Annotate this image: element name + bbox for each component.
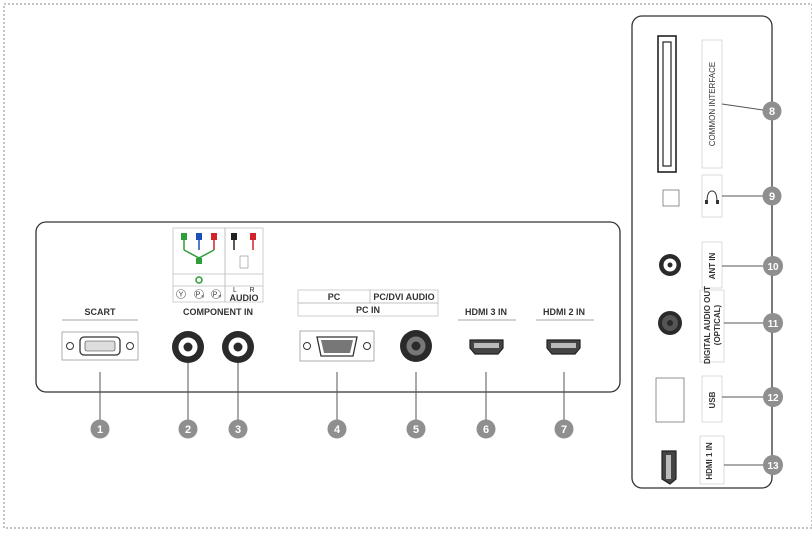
callout-1: 1 — [90, 419, 110, 439]
hdmi1-label: HDMI 1 IN — [705, 442, 714, 480]
scart-label: SCART — [85, 307, 117, 317]
callout-7: 7 — [554, 419, 574, 439]
component-audio-jack — [222, 331, 254, 371]
callout-11: 11 — [763, 313, 783, 333]
hdmi2-port: HDMI 2 IN — [536, 307, 594, 355]
scart-port: SCART — [61, 307, 139, 361]
side-panel: COMMON INTERFACE ANT IN DIGITAL AUDIO OU… — [631, 15, 773, 489]
digital-audio-out-label: DIGITAL AUDIO OUT — [703, 286, 712, 364]
callout-8: 8 — [762, 101, 782, 121]
ant-in-port: ANT IN — [659, 241, 723, 289]
callout-12-number: 12 — [767, 393, 779, 404]
common-interface-label: COMMON INTERFACE — [708, 62, 717, 146]
callout-11-number: 11 — [768, 319, 779, 330]
component-pr-label: P — [213, 292, 218, 299]
outer-frame — [3, 3, 812, 529]
hdmi3-port: HDMI 3 IN — [458, 307, 516, 355]
side-leader-lines — [721, 103, 764, 466]
callout-7-number: 7 — [561, 424, 567, 436]
headphone-icon — [706, 190, 718, 203]
pc-in-label: PC IN — [356, 305, 380, 315]
component-legend: Y P B P R L R AUDIO COMPONENT IN — [172, 227, 264, 317]
callout-6: 6 — [476, 419, 496, 439]
callout-10-number: 10 — [767, 262, 779, 273]
common-interface-slot: COMMON INTERFACE — [657, 35, 723, 173]
usb-label: USB — [708, 391, 717, 408]
callout-3: 3 — [228, 419, 248, 439]
pc-label: PC — [328, 292, 341, 302]
rear-leader-lines — [99, 371, 565, 420]
audio-right-label: R — [249, 287, 254, 294]
pc-in-group: PC PC/DVI AUDIO PC IN — [297, 289, 439, 362]
callout-2-number: 2 — [185, 424, 191, 436]
component-pr-subscript: R — [219, 294, 222, 299]
callout-13: 13 — [763, 455, 783, 475]
callout-8-number: 8 — [769, 106, 775, 118]
component-pb-label: P — [196, 292, 201, 299]
hdmi2-label: HDMI 2 IN — [543, 307, 585, 317]
callout-3-number: 3 — [235, 424, 241, 436]
usb-port: USB — [655, 375, 723, 423]
callout-9-number: 9 — [769, 191, 775, 203]
hdmi3-label: HDMI 3 IN — [465, 307, 507, 317]
callout-1-number: 1 — [97, 424, 103, 436]
digital-audio-out-port: DIGITAL AUDIO OUT (OPTICAL) — [658, 286, 725, 364]
callout-13-number: 13 — [767, 461, 779, 472]
callout-2: 2 — [178, 419, 198, 439]
callout-4: 4 — [327, 419, 347, 439]
component-y-label: Y — [179, 292, 184, 299]
callout-10: 10 — [763, 256, 783, 276]
callout-5-number: 5 — [413, 424, 419, 436]
rear-panel-outline — [35, 221, 621, 393]
audio-left-label: L — [233, 287, 237, 294]
optical-label: (OPTICAL) — [713, 304, 722, 345]
component-video-jack — [172, 331, 204, 371]
rear-panel: SCART — [35, 221, 621, 420]
callout-6-number: 6 — [483, 424, 489, 436]
pc-dvi-audio-label: PC/DVI AUDIO — [373, 292, 434, 302]
ant-in-label: ANT IN — [708, 252, 717, 279]
headphone-port — [662, 174, 723, 218]
hdmi1-port: HDMI 1 IN — [661, 435, 725, 485]
component-in-label: COMPONENT IN — [183, 307, 253, 317]
callout-12: 12 — [763, 387, 783, 407]
callout-9: 9 — [762, 186, 782, 206]
audio-label: AUDIO — [230, 293, 259, 303]
component-pb-subscript: B — [202, 294, 205, 299]
callout-4-number: 4 — [334, 424, 341, 436]
callout-5: 5 — [406, 419, 426, 439]
